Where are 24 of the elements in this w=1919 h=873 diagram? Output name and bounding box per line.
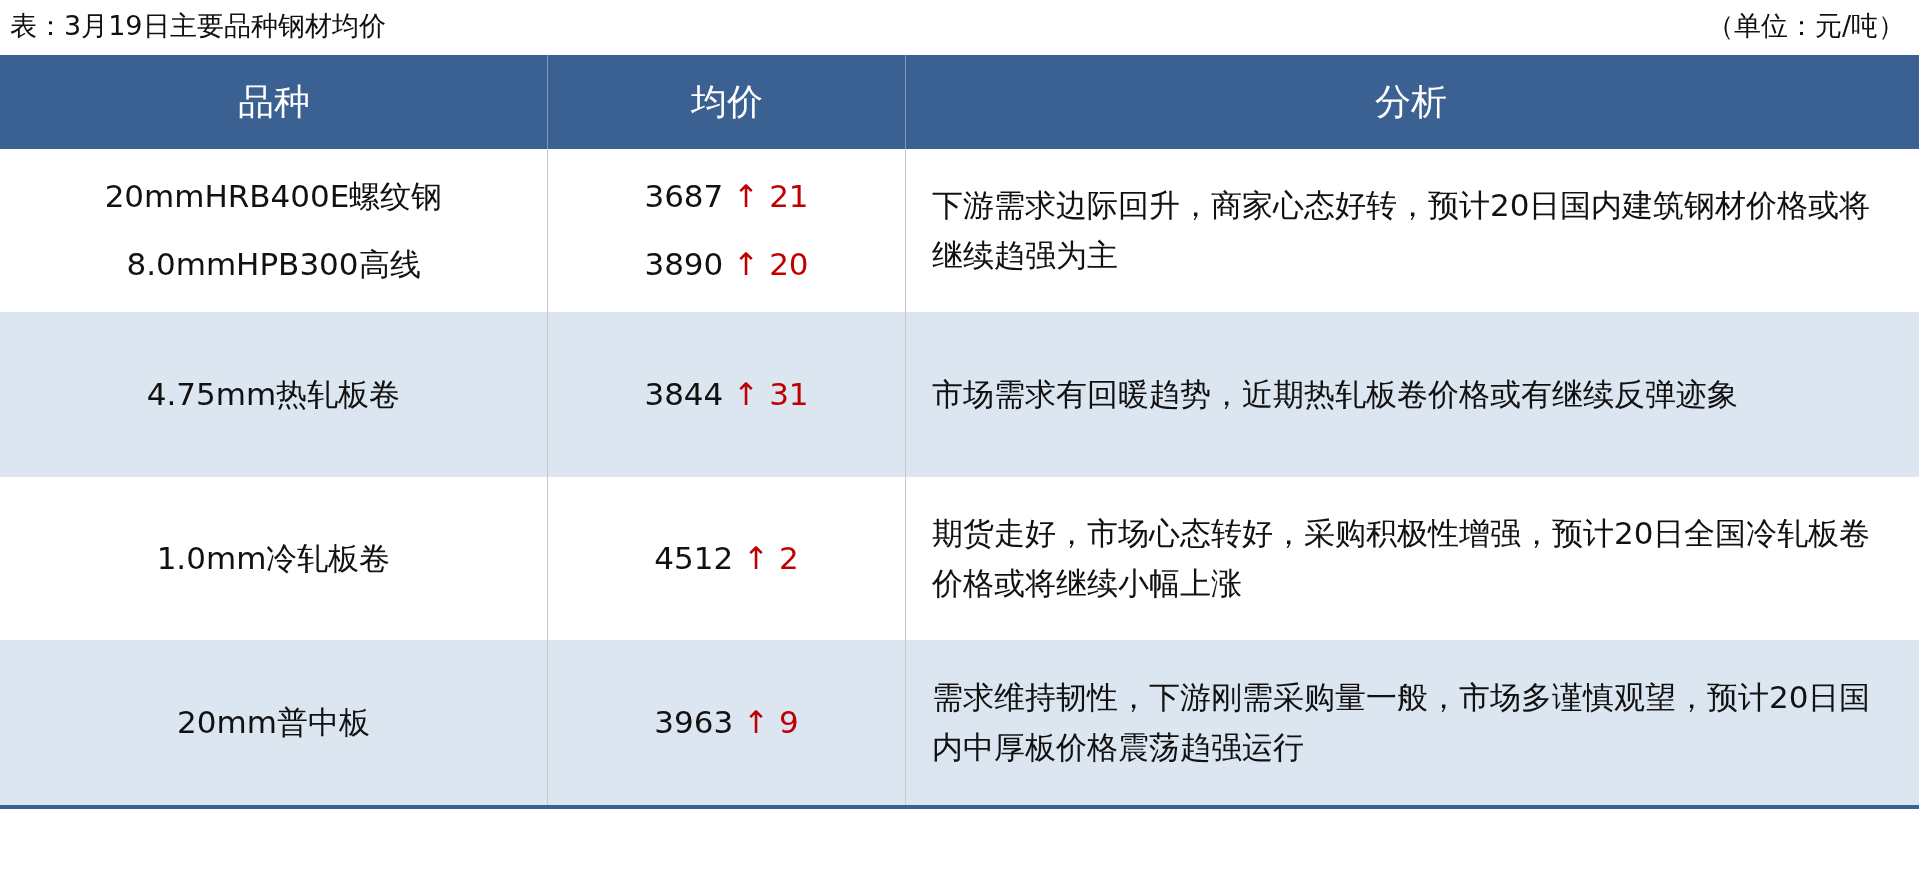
analysis-text: 期货走好，市场心态转好，采购积极性增强，预计20日全国冷轧板卷价格或将继续小幅上涨 [932,513,1872,603]
column-header: 均价 [690,79,763,124]
average-price: 3963 [654,702,734,742]
price-change: ↑ 2 [743,538,799,578]
analysis-text: 市场需求有回暖趋势，近期热轧板卷价格或有继续反弹迹象 [932,374,1739,414]
product-name: 20mm普中板 [177,702,370,742]
average-price: 3687 [644,176,724,216]
analysis-text: 需求维持韧性，下游刚需采购量一般，市场多谨慎观望，预计20日国内中厚板价格震荡趋强运行 [932,677,1872,767]
price-change: ↑ 9 [743,702,799,742]
analysis-text: 下游需求边际回升，商家心态好转，预计20日国内建筑钢材价格或将继续趋强为主 [932,185,1872,275]
price-change: ↑ 31 [733,374,809,414]
unit-note: （单位：元/吨） [1706,9,1905,43]
product-name: 1.0mm冷轧板卷 [156,538,391,578]
average-price: 4512 [654,538,734,578]
price-change: ↑ 20 [733,244,809,284]
table-title: 表：3月19日主要品种钢材均价 [10,9,386,43]
product-name: 8.0mmHPB300高线 [126,244,421,284]
column-header: 品种 [237,79,310,124]
average-price: 3890 [644,244,724,284]
product-name: 20mmHRB400E螺纹钢 [104,176,443,216]
product-name: 4.75mm热轧板卷 [146,374,401,414]
average-price: 3844 [644,374,724,414]
column-header: 分析 [1374,79,1447,124]
price-change: ↑ 21 [733,176,809,216]
